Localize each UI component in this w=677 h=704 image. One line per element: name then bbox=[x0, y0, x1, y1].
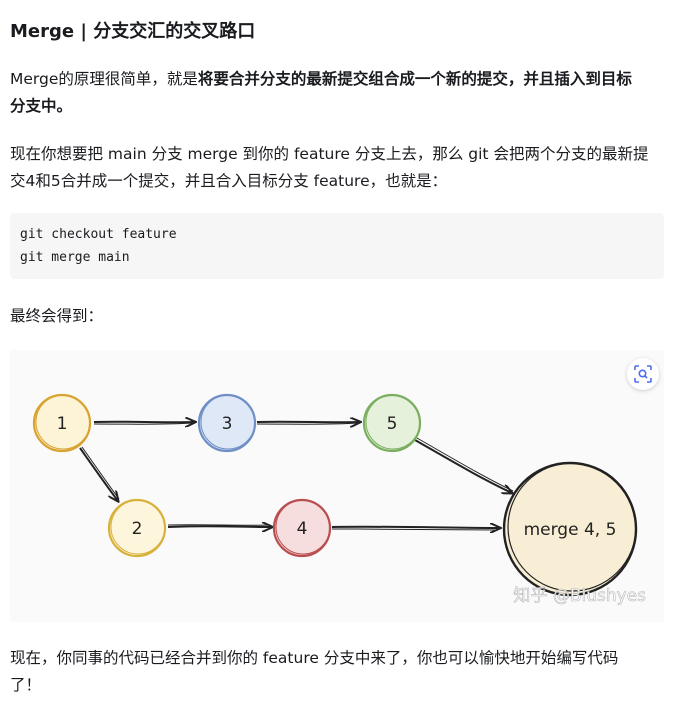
commit-node-4-label: 4 bbox=[297, 519, 308, 539]
commit-node-3-label: 3 bbox=[222, 414, 233, 434]
commit-node-5-ring-sketch bbox=[365, 394, 421, 450]
code-line-merge: git merge main bbox=[20, 250, 130, 265]
edge-4-to-merge bbox=[331, 527, 500, 528]
commit-node-1-fill bbox=[34, 395, 90, 451]
watermark-text: 知乎 @Blushyes bbox=[513, 586, 646, 606]
commit-node-4: 4 bbox=[272, 498, 332, 558]
conclusion-paragraph: 现在，你同事的代码已经合并到你的 feature 分支中来了，你也可以愉快地开始… bbox=[10, 645, 662, 699]
section-title: Merge | 分支交汇的交叉路口 bbox=[10, 21, 256, 42]
intro-prefix: Merge的原理很简单，就是 bbox=[10, 70, 198, 88]
intro-paragraph: Merge的原理很简单，就是将要合并分支的最新提交组合成一个新的提交，并且插入到… bbox=[10, 66, 662, 120]
edge-5-to-merge bbox=[414, 439, 512, 493]
edge-2-to-4 bbox=[167, 526, 272, 527]
commit-node-5-label: 5 bbox=[387, 414, 398, 434]
conclusion-line2: 了！ bbox=[10, 676, 42, 694]
commit-node-1-ring-sketch bbox=[35, 394, 91, 450]
result-label: 最终会得到： bbox=[10, 307, 104, 325]
edge-4-to-merge-sketch bbox=[331, 528, 499, 531]
edge-3-to-5-sketch bbox=[256, 422, 359, 425]
explanation-line2: 交4和5合并成一个提交，并且合入目标分支 feature，也就是： bbox=[10, 172, 448, 190]
commit-node-5-fill bbox=[364, 395, 420, 451]
commit-node-3: 3 bbox=[197, 393, 257, 453]
edge-1-to-3-sketch bbox=[93, 422, 194, 425]
merge-diagram: 1 3 5 2 bbox=[10, 350, 664, 622]
scan-zoom-icon bbox=[634, 365, 652, 383]
code-block[interactable]: git checkout feature git merge main bbox=[10, 213, 664, 279]
merge-commit-node-label: merge 4, 5 bbox=[524, 520, 617, 540]
merge-commit-node: merge 4, 5 bbox=[502, 461, 638, 597]
code-line-checkout: git checkout feature bbox=[20, 227, 177, 242]
explanation-paragraph: 现在你想要把 main 分支 merge 到你的 feature 分支上去，那么… bbox=[10, 141, 662, 195]
commit-node-3-fill bbox=[199, 395, 255, 451]
explanation-line1: 现在你想要把 main 分支 merge 到你的 feature 分支上去，那么… bbox=[10, 145, 649, 163]
merge-commit-node-ring-sketch bbox=[507, 462, 637, 592]
edge-3-to-5 bbox=[256, 422, 360, 423]
commit-node-2-label: 2 bbox=[132, 519, 143, 539]
edge-1-to-3 bbox=[93, 422, 195, 423]
edge-1-to-2-sketch bbox=[81, 446, 120, 500]
conclusion-line1: 现在，你同事的代码已经合并到你的 feature 分支中来了，你也可以愉快地开始… bbox=[10, 649, 619, 667]
commit-node-1: 1 bbox=[32, 393, 92, 453]
intro-bold-line2: 分支中。 bbox=[10, 97, 73, 115]
commit-node-3-ring-sketch bbox=[200, 394, 256, 450]
merge-diagram-svg: 1 3 5 2 bbox=[32, 393, 646, 606]
edge-group bbox=[79, 422, 514, 531]
edge-5-to-merge-sketch bbox=[416, 437, 514, 492]
edge-1-to-2 bbox=[79, 447, 118, 501]
commit-node-4-fill bbox=[274, 500, 330, 556]
edge-2-to-4-sketch bbox=[167, 524, 271, 526]
commit-node-5: 5 bbox=[362, 393, 422, 453]
commit-node-1-label: 1 bbox=[57, 414, 68, 434]
commit-node-2-fill bbox=[109, 500, 165, 556]
commit-node-2-ring-sketch bbox=[110, 499, 166, 555]
merge-commit-node-fill bbox=[504, 463, 636, 595]
image-zoom-button[interactable] bbox=[627, 358, 659, 390]
commit-node-2: 2 bbox=[107, 498, 167, 558]
commit-node-4-ring-sketch bbox=[275, 499, 331, 555]
intro-bold-line1: 将要合并分支的最新提交组合成一个新的提交，并且插入到目标 bbox=[197, 70, 632, 88]
